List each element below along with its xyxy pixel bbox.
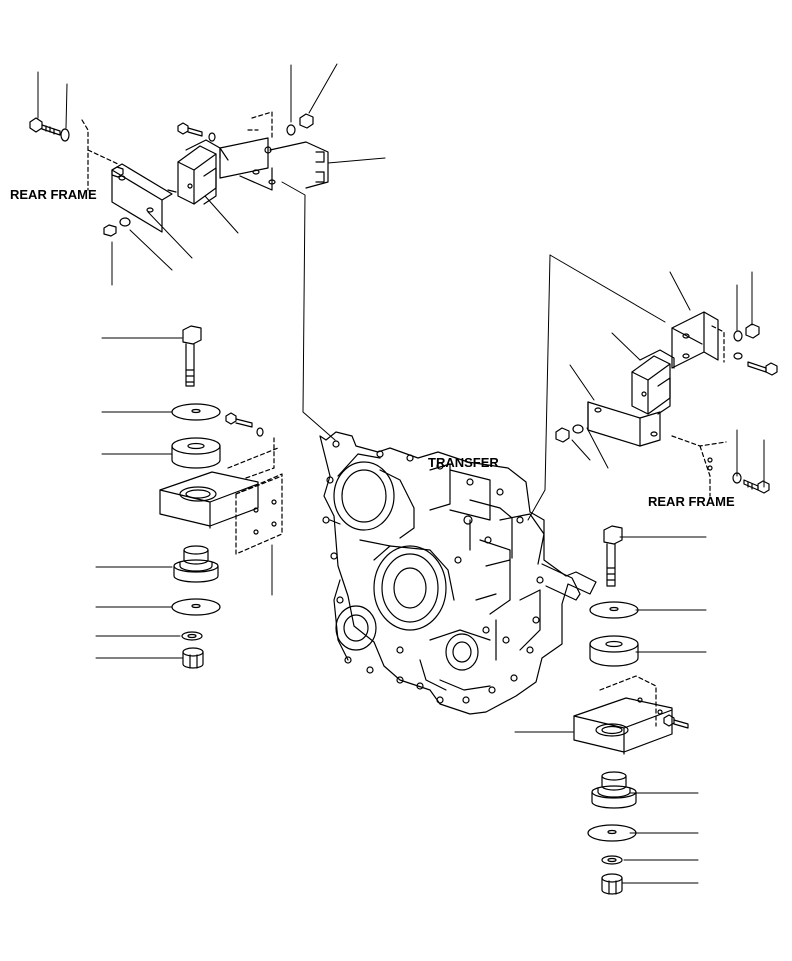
bolt-icon — [225, 412, 264, 437]
nut-icon — [103, 224, 117, 237]
label-rear-frame-right: REAR FRAME — [648, 494, 735, 509]
upper-bracket-right — [671, 311, 719, 369]
bolt-icon — [743, 479, 770, 494]
long-bolt-icon — [182, 325, 202, 387]
nut-icon — [299, 113, 314, 129]
washer-icon — [119, 217, 131, 227]
rear-frame-outline — [671, 435, 727, 497]
lock-washer-icon — [181, 631, 203, 641]
nut-icon — [601, 873, 623, 895]
nut-icon — [745, 323, 760, 339]
cushion-icon — [171, 437, 221, 469]
flat-washer-icon — [589, 601, 639, 619]
lower-cushion-icon — [591, 771, 637, 809]
vertical-bracket-left — [235, 473, 283, 555]
bolt-icon — [177, 122, 216, 142]
rubber-mount-block-left — [167, 139, 221, 205]
flat-washer-icon — [587, 824, 637, 842]
washer-icon — [732, 472, 742, 484]
bracket-plate-left — [111, 163, 173, 233]
rubber-mount-block-right — [631, 349, 675, 415]
leader-lines — [37, 63, 765, 884]
bolt-icon — [663, 714, 689, 729]
nut-icon — [182, 647, 204, 669]
bolt-icon — [29, 117, 61, 136]
mounting-plate-left — [159, 471, 259, 529]
hidden-stud — [247, 111, 273, 139]
cushion-icon — [589, 635, 639, 667]
rear-frame-outline — [227, 437, 279, 479]
lock-washer-icon — [601, 855, 623, 865]
top-left-mount-group — [29, 111, 329, 237]
transfer-housing — [319, 431, 597, 715]
left-mount-stack — [159, 325, 283, 669]
flat-washer-icon — [171, 403, 221, 421]
nut-icon — [111, 166, 124, 178]
right-mount-stack — [573, 525, 689, 895]
upper-bracket-left — [219, 137, 329, 191]
label-transfer: TRANSFER — [428, 455, 499, 470]
washer-icon — [733, 352, 743, 360]
rear-frame-stud — [81, 119, 119, 191]
washer-icon — [60, 128, 70, 142]
label-rear-frame-left: REAR FRAME — [10, 187, 97, 202]
lower-cushion-icon — [173, 545, 219, 583]
hidden-stud — [711, 325, 725, 363]
flat-washer-icon — [171, 598, 221, 616]
washer-icon — [286, 124, 296, 136]
nut-icon — [555, 427, 570, 443]
mounting-plate-right — [573, 697, 673, 755]
right-mount-group — [555, 311, 778, 497]
vertical-bracket-right — [599, 675, 657, 727]
long-bolt-icon — [603, 525, 623, 587]
washer-icon — [733, 330, 743, 342]
bolt-icon — [747, 361, 778, 376]
lower-bracket-right — [587, 401, 661, 447]
washer-icon — [572, 424, 584, 434]
